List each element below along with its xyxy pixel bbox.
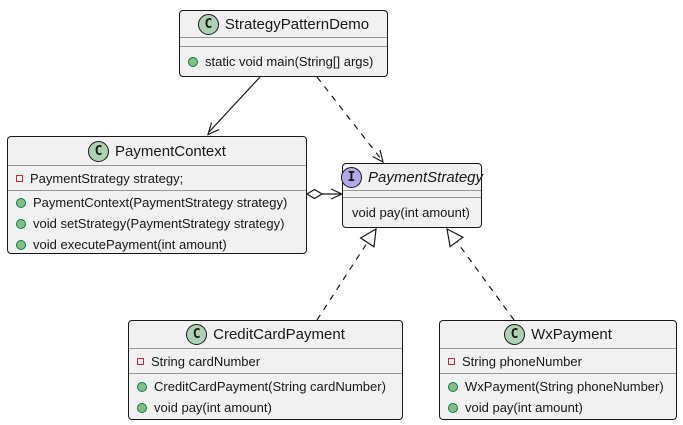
class-name: StrategyPatternDemo (224, 15, 370, 33)
method-row: void executePayment(int amount) (8, 234, 306, 255)
method-text: PaymentContext(PaymentStrategy strategy) (33, 195, 288, 210)
public-method-icon (188, 56, 198, 67)
method-row: void pay(int amount) (129, 397, 402, 418)
private-field-icon (448, 358, 455, 365)
interface-header-paymentstrategy: I PaymentStrategy (340, 164, 484, 190)
class-icon: C (186, 324, 208, 345)
interface-name: PaymentStrategy (367, 168, 484, 186)
private-field-icon (16, 175, 23, 182)
fields-compartment (180, 37, 387, 46)
realization-wx-to-strategy (447, 229, 514, 320)
method-text: void executePayment(int amount) (33, 237, 227, 252)
method-row: WxPayment(String phoneNumber) (440, 376, 676, 397)
method-text: WxPayment(String phoneNumber) (465, 379, 664, 394)
field-row: PaymentStrategy strategy; (8, 168, 306, 189)
field-text: String phoneNumber (462, 354, 582, 369)
class-icon: C (197, 13, 219, 35)
interface-icon: I (340, 166, 362, 188)
class-header-wxpayment: C WxPayment (440, 321, 676, 348)
class-icon: C (88, 140, 110, 162)
method-text: void pay(int amount) (352, 205, 470, 220)
method-row: void pay(int amount) (440, 397, 676, 418)
field-text: PaymentStrategy strategy; (30, 171, 184, 186)
methods-compartment: PaymentContext(PaymentStrategy strategy)… (8, 190, 306, 252)
method-text: void setStrategy(PaymentStrategy strateg… (33, 216, 285, 231)
field-row: String phoneNumber (440, 351, 676, 372)
method-row: static void main(String[] args) (180, 51, 387, 72)
method-row: void setStrategy(PaymentStrategy strateg… (8, 213, 306, 234)
class-name: PaymentContext (115, 142, 226, 160)
aggregation-context-to-strategy (307, 189, 342, 199)
methods-compartment: CreditCardPayment(String cardNumber) voi… (129, 373, 402, 418)
class-name: WxPayment (531, 326, 612, 343)
public-method-icon (16, 239, 26, 250)
fields-compartment: String phoneNumber (440, 348, 676, 373)
class-icon: C (504, 324, 526, 345)
class-box-strategypatterndemo: C StrategyPatternDemo static void main(S… (179, 10, 388, 77)
field-row: String cardNumber (129, 351, 402, 372)
realization-creditcard-to-strategy (317, 229, 376, 320)
methods-compartment: void pay(int amount) (343, 197, 481, 226)
method-row: CreditCardPayment(String cardNumber) (129, 376, 402, 397)
method-text: static void main(String[] args) (205, 54, 374, 69)
field-text: String cardNumber (151, 354, 261, 369)
interface-box-paymentstrategy: I PaymentStrategy void pay(int amount) (340, 163, 484, 228)
method-row: void pay(int amount) (343, 202, 481, 223)
public-method-icon (448, 381, 458, 392)
public-method-icon (137, 381, 147, 392)
methods-compartment: static void main(String[] args) (180, 46, 387, 75)
class-box-creditcardpayment: C CreditCardPayment String cardNumber Cr… (128, 320, 403, 420)
method-text: void pay(int amount) (154, 400, 272, 415)
public-method-icon (16, 218, 26, 229)
methods-compartment: WxPayment(String phoneNumber) void pay(i… (440, 373, 676, 418)
class-header-paymentcontext: C PaymentContext (8, 137, 306, 165)
public-method-icon (16, 197, 26, 208)
class-header-creditcardpayment: C CreditCardPayment (129, 321, 402, 348)
class-name: CreditCardPayment (213, 326, 345, 343)
method-row: PaymentContext(PaymentStrategy strategy) (8, 192, 306, 213)
class-box-wxpayment: C WxPayment String phoneNumber WxPayment… (439, 320, 677, 420)
method-text: CreditCardPayment(String cardNumber) (154, 379, 386, 394)
association-demo-to-context (208, 77, 260, 135)
dependency-demo-to-strategy (317, 77, 383, 162)
public-method-icon (448, 402, 458, 413)
class-header-strategypatterndemo: C StrategyPatternDemo (180, 11, 387, 37)
fields-compartment (343, 190, 481, 197)
public-method-icon (137, 402, 147, 413)
private-field-icon (137, 358, 144, 365)
fields-compartment: String cardNumber (129, 348, 402, 373)
class-box-paymentcontext: C PaymentContext PaymentStrategy strateg… (7, 136, 307, 254)
method-text: void pay(int amount) (465, 400, 583, 415)
fields-compartment: PaymentStrategy strategy; (8, 165, 306, 190)
